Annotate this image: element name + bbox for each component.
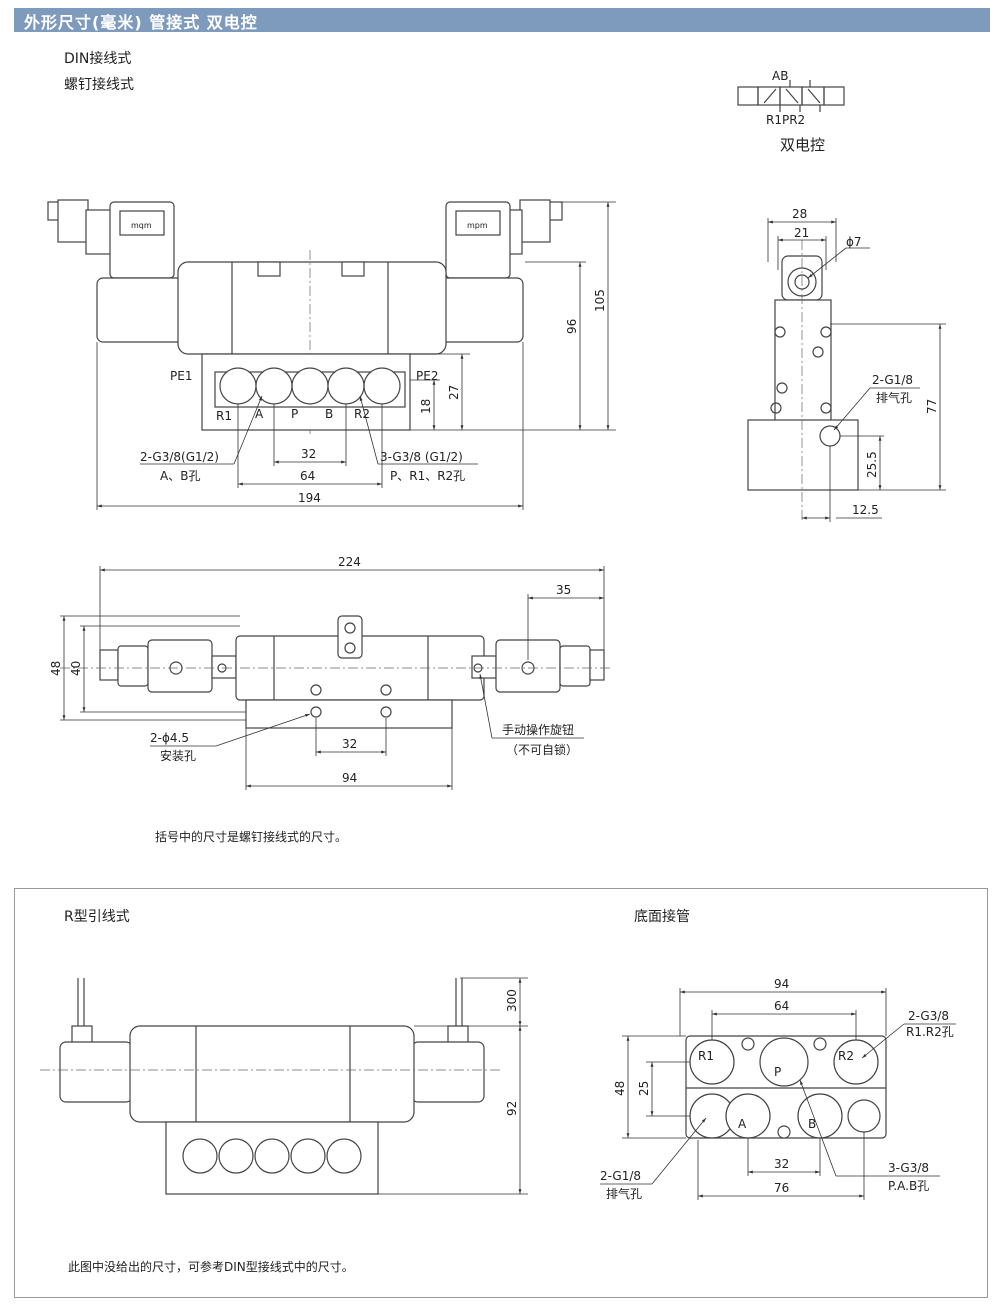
dim-105: 105 bbox=[593, 289, 607, 312]
front-view: mqm mpm PE1 PE2 R1 A P B R2 bbox=[47, 199, 616, 510]
r-dim-92: 92 bbox=[505, 1101, 519, 1116]
callout-ab-line1: 2-G3/8(G1/2) bbox=[140, 450, 219, 464]
side-dim-28: 28 bbox=[792, 207, 807, 221]
top-dim-35: 35 bbox=[556, 583, 571, 597]
label-p: P bbox=[291, 407, 298, 421]
label-screw: 螺钉接线式 bbox=[64, 77, 134, 93]
label-r1: R1 bbox=[216, 409, 232, 423]
dim-64: 64 bbox=[300, 469, 315, 483]
r-dim-300: 300 bbox=[505, 989, 519, 1012]
top-dim-224: 224 bbox=[338, 555, 361, 569]
label-pe1: PE1 bbox=[170, 369, 192, 383]
r-valve-body bbox=[129, 1025, 415, 1123]
bottom-dim-76: 76 bbox=[774, 1181, 789, 1195]
top-right-gland bbox=[589, 649, 605, 681]
bottom-view: R1 P R2 A B 94 64 48 25 32 76 2-G3/8 R1.… bbox=[600, 977, 956, 1201]
r-right-coil bbox=[411, 1041, 485, 1103]
callout-pr-line1: 3-G3/8 (G1/2) bbox=[380, 450, 463, 464]
top-dim-48: 48 bbox=[49, 661, 63, 676]
left-coil-mark: mqm bbox=[131, 221, 152, 230]
bottom-dim-25: 25 bbox=[637, 1081, 651, 1096]
right-gland-nut bbox=[519, 199, 551, 243]
symbol-top-label: AB bbox=[772, 69, 788, 83]
valve-symbol: AB R1PR2 bbox=[737, 69, 845, 127]
bottom-callout-exh-line1: 2-G1/8 bbox=[600, 1169, 641, 1183]
bottom-callout-exh-line2: 排气孔 bbox=[606, 1186, 642, 1201]
left-solenoid-coil bbox=[96, 277, 184, 343]
note-reference: 此图中没给出的尺寸，可参考DIN型接线式中的尺寸。 bbox=[68, 1260, 354, 1274]
top-left-gland bbox=[99, 649, 119, 681]
top-dim-40: 40 bbox=[69, 661, 83, 676]
top-base bbox=[245, 699, 453, 729]
symbol-bottom-label: R1PR2 bbox=[766, 113, 805, 127]
label-b: B bbox=[325, 407, 333, 421]
right-coil-plate bbox=[455, 210, 501, 236]
label-r2: R2 bbox=[354, 407, 370, 421]
bottom-callout-pab-line1: 3-G3/8 bbox=[888, 1161, 929, 1175]
side-body bbox=[774, 299, 832, 423]
bottom-callout-r-line2: R1.R2孔 bbox=[906, 1025, 954, 1039]
bottom-dim-32: 32 bbox=[774, 1157, 789, 1171]
label-r-type: R型引线式 bbox=[64, 909, 130, 925]
side-dim-12-5: 12.5 bbox=[852, 503, 879, 517]
top-left-connector bbox=[147, 639, 213, 693]
bottom-callout-r-line1: 2-G3/8 bbox=[908, 1009, 949, 1023]
side-dim-77: 77 bbox=[925, 399, 939, 414]
dim-32: 32 bbox=[301, 447, 316, 461]
section2-box bbox=[14, 888, 988, 1298]
right-solenoid-coil bbox=[436, 277, 524, 343]
top-callout-knob-line1: 手动操作旋钮 bbox=[502, 722, 574, 737]
note-bracket: 括号中的尺寸是螺钉接线式的尺寸。 bbox=[155, 830, 348, 844]
dim-27: 27 bbox=[447, 385, 461, 400]
left-coil-plate bbox=[119, 210, 165, 236]
right-coil-mark: mpm bbox=[467, 221, 488, 230]
top-dim-94: 94 bbox=[342, 771, 357, 785]
bottom-label-p: P bbox=[774, 1065, 781, 1079]
label-din: DIN接线式 bbox=[64, 51, 132, 67]
bottom-dim-48: 48 bbox=[613, 1081, 627, 1096]
side-callout-line1: 2-G1/8 bbox=[872, 373, 913, 387]
side-dim-phi7: ϕ7 bbox=[846, 235, 862, 249]
r-type-view: 300 92 bbox=[40, 977, 528, 1195]
top-callout-knob-line2: （不可自锁） bbox=[506, 742, 578, 757]
r-left-coil bbox=[59, 1041, 133, 1103]
top-dim-32: 32 bbox=[342, 737, 357, 751]
top-view: 224 35 48 40 32 94 2-ϕ4.5 安装孔 手动操作旋钮 （不可… bbox=[49, 555, 612, 790]
side-dim-21: 21 bbox=[794, 226, 809, 240]
side-callout-line2: 排气孔 bbox=[876, 390, 912, 405]
callout-pr-line2: P、R1、R2孔 bbox=[390, 469, 465, 483]
side-base bbox=[747, 419, 859, 491]
top-callout-hole-line1: 2-ϕ4.5 bbox=[150, 731, 189, 745]
dim-96: 96 bbox=[565, 319, 579, 334]
side-dim-25-5: 25.5 bbox=[865, 451, 879, 478]
bottom-label-b: B bbox=[808, 1117, 816, 1131]
dim-194: 194 bbox=[298, 491, 321, 505]
page-title: 外形尺寸(毫米) 管接式 双电控 bbox=[24, 13, 258, 32]
bottom-callout-pab-line2: P.A.B孔 bbox=[888, 1179, 929, 1193]
symbol-caption: 双电控 bbox=[780, 136, 826, 154]
label-pe2: PE2 bbox=[416, 369, 438, 383]
left-connector-neck bbox=[85, 209, 113, 255]
label-bottom-ports: 底面接管 bbox=[634, 909, 690, 925]
dim-18: 18 bbox=[419, 399, 433, 414]
side-view: 28 21 ϕ7 77 25.5 12.5 2-G1/8 排气孔 bbox=[747, 207, 946, 522]
bottom-label-a: A bbox=[738, 1117, 747, 1131]
valve-body bbox=[177, 261, 447, 355]
left-gland-nut bbox=[57, 199, 89, 243]
bottom-dim-94: 94 bbox=[774, 977, 789, 991]
top-callout-hole-line2: 安装孔 bbox=[160, 748, 196, 763]
header-bar: 外形尺寸(毫米) 管接式 双电控 bbox=[14, 8, 990, 32]
bottom-label-r1: R1 bbox=[698, 1049, 714, 1063]
bottom-dim-64: 64 bbox=[774, 999, 789, 1013]
bottom-label-r2: R2 bbox=[838, 1049, 854, 1063]
label-a: A bbox=[255, 407, 264, 421]
callout-ab-line2: A、B孔 bbox=[160, 469, 200, 483]
